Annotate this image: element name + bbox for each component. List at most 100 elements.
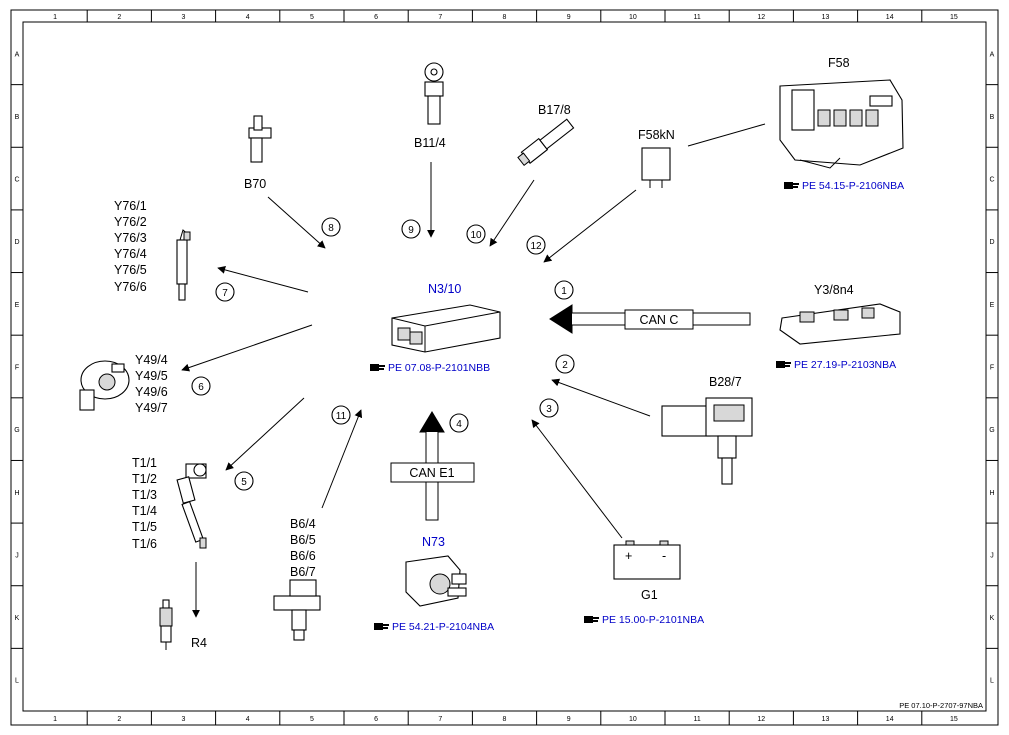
- marker-1: 1: [554, 280, 574, 300]
- ref-link-f58[interactable]: PE 54.15-P-2106NBA: [784, 180, 904, 192]
- label-t1-5: T1/5: [132, 520, 157, 534]
- label-y49-5: Y49/5: [135, 369, 168, 383]
- grid-column-label: 5: [310, 14, 314, 21]
- grid-row-label: J: [990, 552, 994, 559]
- label-y49-6: Y49/6: [135, 385, 168, 399]
- y3-8n4-control-icon[interactable]: [779, 303, 901, 345]
- grid-row-label: H: [14, 490, 19, 497]
- can-e1-label: CAN E1: [409, 466, 454, 480]
- svg-text:2: 2: [562, 360, 568, 371]
- grid-row-label: D: [989, 239, 994, 246]
- svg-text:9: 9: [408, 225, 414, 236]
- grid-row-label: F: [990, 365, 994, 372]
- t1-ignition-coil-icon[interactable]: [176, 463, 207, 549]
- grid-row-label: K: [15, 615, 20, 622]
- marker-7: 7: [215, 282, 235, 302]
- label-group-y49: Y49/4 Y49/5 Y49/6 Y49/7: [135, 353, 168, 415]
- g1-battery-icon[interactable]: [613, 540, 681, 580]
- label-t1-1: T1/1: [132, 456, 157, 470]
- n3-10-control-unit-icon[interactable]: [391, 304, 501, 353]
- b28-7-sensor-icon[interactable]: [661, 397, 753, 485]
- hand-pointer-icon: [584, 616, 599, 623]
- f58-fuse-box-icon[interactable]: [779, 79, 904, 169]
- ref-link-g1[interactable]: PE 15.00-P-2101NBA: [584, 614, 704, 626]
- arrow-g1: [531, 419, 623, 539]
- svg-text:PE 07.08-P-2101NBB: PE 07.08-P-2101NBB: [388, 362, 490, 374]
- ref-link-y3-8n4[interactable]: PE 27.19-P-2103NBA: [776, 359, 896, 371]
- grid-column-label: 10: [629, 716, 637, 723]
- line-f58kn-f58: [687, 123, 766, 147]
- ref-link-n73[interactable]: PE 54.21-P-2104NBA: [374, 621, 494, 633]
- grid-row-label: L: [15, 678, 19, 685]
- b6-sensor-icon[interactable]: [273, 579, 321, 641]
- svg-text:4: 4: [456, 419, 462, 430]
- label-y76-1: Y76/1: [114, 199, 147, 213]
- label-t1-4: T1/4: [132, 504, 157, 518]
- label-group-b6: B6/4 B6/5 B6/6 B6/7: [290, 517, 316, 579]
- arrow-b70: [267, 196, 326, 249]
- label-b70: B70: [244, 177, 266, 191]
- r4-spark-plug-icon[interactable]: [159, 599, 173, 650]
- ref-link-n3-10[interactable]: PE 07.08-P-2101NBB: [370, 362, 490, 374]
- arrow-b6: [321, 409, 363, 509]
- grid-column-label: 2: [117, 14, 121, 21]
- grid-row-label: B: [15, 114, 20, 121]
- battery-plus: +: [625, 549, 632, 563]
- b70-sensor-icon[interactable]: [248, 115, 272, 163]
- svg-text:1: 1: [561, 286, 567, 297]
- hand-pointer-icon: [784, 182, 799, 189]
- label-b6-4: B6/4: [290, 517, 316, 531]
- can-c-label: CAN C: [640, 313, 679, 327]
- label-f58kn: F58kN: [638, 128, 675, 142]
- grid-column-label: 11: [693, 716, 700, 723]
- label-y76-6: Y76/6: [114, 280, 147, 294]
- svg-text:8: 8: [328, 223, 334, 234]
- grid-column-label: 5: [310, 716, 314, 723]
- outer-frame: [10, 9, 999, 726]
- svg-text:7: 7: [222, 288, 228, 299]
- svg-text:11: 11: [336, 411, 347, 422]
- hand-pointer-icon: [374, 623, 389, 630]
- grid-column-label: 8: [503, 14, 507, 21]
- y76-injector-icon[interactable]: [176, 229, 191, 301]
- grid-column-label: 11: [693, 14, 700, 21]
- hand-pointer-icon: [370, 364, 385, 371]
- marker-6: 6: [191, 376, 211, 396]
- b17-8-sensor-icon[interactable]: [517, 118, 575, 167]
- grid-row-label: C: [989, 177, 994, 184]
- f58kn-relay-icon[interactable]: [641, 147, 671, 188]
- grid-row-label: E: [990, 302, 995, 309]
- hand-pointer-icon: [776, 361, 791, 368]
- label-y49-7: Y49/7: [135, 401, 168, 415]
- b11-4-sensor-icon[interactable]: [424, 62, 444, 125]
- y49-adjuster-icon[interactable]: [79, 360, 130, 411]
- grid-row-label: J: [15, 552, 19, 559]
- label-t1-6: T1/6: [132, 537, 157, 551]
- label-r4: R4: [191, 636, 207, 650]
- grid-column-label: 10: [629, 14, 637, 21]
- marker-3: 3: [539, 398, 559, 418]
- n73-ignition-switch-icon[interactable]: [405, 555, 467, 607]
- label-y3-8n4: Y3/8n4: [814, 283, 854, 297]
- label-n3-10: N3/10: [428, 282, 461, 296]
- grid-column-label: 6: [374, 14, 378, 21]
- label-y76-4: Y76/4: [114, 247, 147, 261]
- label-y76-5: Y76/5: [114, 263, 147, 277]
- grid-row-label: E: [15, 302, 20, 309]
- label-g1: G1: [641, 588, 658, 602]
- grid-column-label: 8: [503, 716, 507, 723]
- label-t1-2: T1/2: [132, 472, 157, 486]
- label-y76-3: Y76/3: [114, 231, 147, 245]
- svg-text:PE 27.19-P-2103NBA: PE 27.19-P-2103NBA: [794, 359, 896, 371]
- label-group-t1: T1/1 T1/2 T1/3 T1/4 T1/5 T1/6: [132, 456, 157, 551]
- marker-4: 4: [449, 413, 469, 433]
- label-b11-4: B11/4: [414, 136, 446, 150]
- grid-column-label: 12: [757, 14, 765, 21]
- label-f58: F58: [828, 56, 850, 70]
- grid-column-label: 12: [757, 716, 765, 723]
- arrow-t1: [225, 397, 305, 471]
- marker-2: 2: [555, 354, 575, 374]
- grid-column-label: 4: [246, 14, 250, 21]
